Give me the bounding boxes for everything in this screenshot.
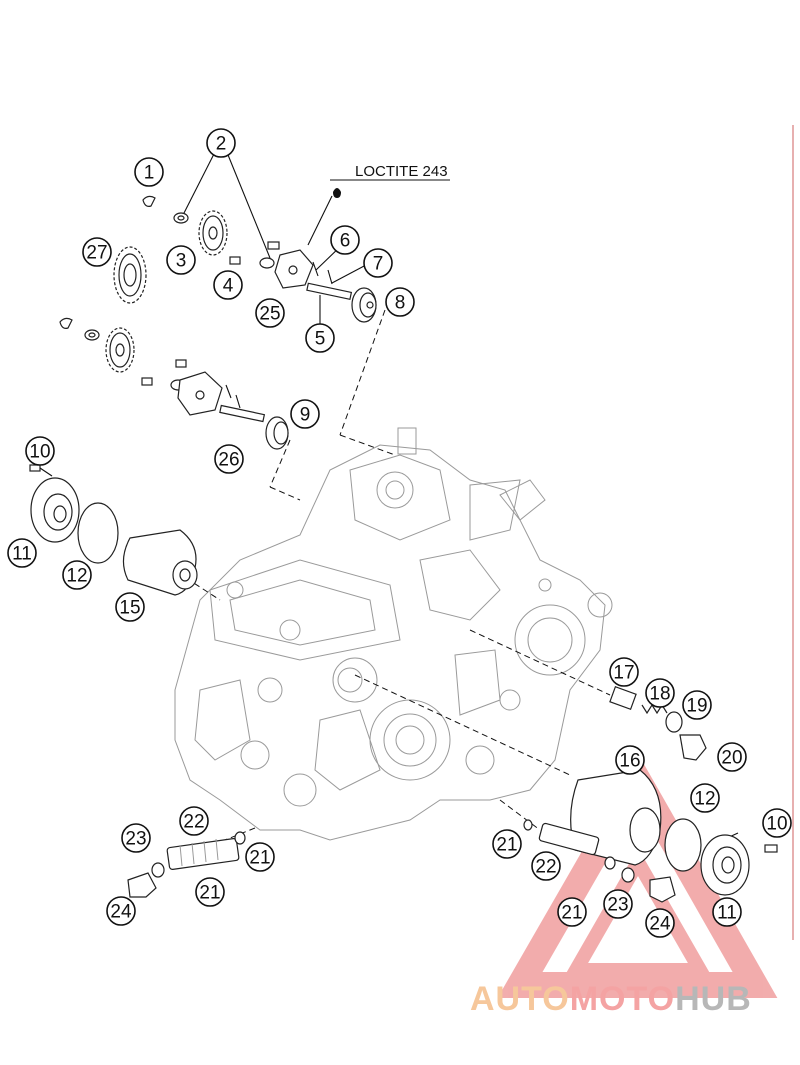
callout-label: 23: [607, 895, 628, 916]
callout-17: 17: [609, 657, 639, 687]
callout-label: 10: [766, 814, 787, 835]
callout-label: 2: [216, 134, 227, 155]
callout-11: 11: [7, 538, 37, 568]
callout-label: 1: [144, 163, 155, 184]
callout-label: 21: [249, 848, 270, 869]
callout-label: 15: [119, 598, 140, 619]
callout-label: 24: [649, 914, 671, 935]
callout-27: 27: [82, 237, 112, 267]
callout-3: 3: [166, 245, 196, 275]
callout-label: 10: [29, 442, 50, 463]
callout-label: 4: [223, 276, 234, 297]
callout-4: 4: [213, 270, 243, 300]
callout-23: 23: [121, 823, 151, 853]
callout-label: 26: [218, 450, 239, 471]
callout-19: 19: [682, 690, 712, 720]
callout-label: 20: [721, 748, 742, 769]
callout-12-2: 12: [690, 783, 720, 813]
callout-label: 12: [66, 566, 87, 587]
watermark-part-hub: HUB: [675, 980, 752, 1018]
callout-label: 5: [315, 329, 326, 350]
callout-5: 5: [305, 323, 335, 353]
callout-label: 21: [561, 903, 582, 924]
callout-20: 20: [717, 742, 747, 772]
callout-12: 12: [62, 560, 92, 590]
callout-7: 7: [363, 248, 393, 278]
callout-21-2: 21: [195, 877, 225, 907]
callout-15: 15: [115, 592, 145, 622]
callout-label: 18: [649, 684, 670, 705]
callout-label: 21: [496, 835, 517, 856]
callout-10: 10: [25, 436, 55, 466]
callout-label: 6: [340, 231, 351, 252]
callout-22: 22: [179, 806, 209, 836]
oil-filter-left: [29, 464, 198, 596]
oil-pump-lower: [59, 317, 289, 450]
callout-label: 25: [259, 304, 280, 325]
oil-screen-right: [523, 819, 676, 903]
callout-9: 9: [290, 399, 320, 429]
crankcase-housing: [174, 427, 613, 841]
callout-label: 11: [717, 903, 737, 924]
watermark-text: AUTOMOTOHUB: [470, 980, 790, 1020]
callout-label: 16: [619, 751, 640, 772]
callout-24-2: 24: [645, 908, 675, 938]
gear-27: [113, 246, 147, 304]
callout-label: 23: [125, 829, 146, 850]
callout-11-2: 11: [712, 897, 742, 927]
watermark-part-auto: AUTO: [470, 980, 570, 1018]
callout-label: 27: [86, 243, 107, 264]
callout-16: 16: [615, 745, 645, 775]
callout-label: 21: [199, 883, 220, 904]
callout-label: 8: [395, 293, 406, 314]
oil-screen-left: [127, 831, 246, 898]
callout-layer: 1234567891010111112121516171819202121212…: [7, 128, 792, 938]
callout-1: 1: [134, 157, 164, 187]
callout-label: 12: [694, 789, 715, 810]
callout-label: 22: [183, 812, 204, 833]
callout-24: 24: [106, 896, 136, 926]
callout-2: 2: [206, 128, 236, 158]
oil-pump-upper: [142, 188, 377, 323]
callout-8: 8: [385, 287, 415, 317]
callout-label: 3: [176, 251, 187, 272]
callout-22-2: 22: [531, 851, 561, 881]
callout-10-2: 10: [762, 808, 792, 838]
callout-label: 19: [686, 696, 707, 717]
callout-label: 24: [110, 902, 132, 923]
bypass-valve: [609, 685, 707, 761]
oil-filter-right: [570, 769, 778, 896]
callout-6: 6: [330, 225, 360, 255]
callout-21: 21: [245, 842, 275, 872]
callout-label: 22: [535, 857, 556, 878]
callout-label: 9: [300, 405, 311, 426]
leader-lines: [182, 149, 739, 849]
callout-23-2: 23: [603, 889, 633, 919]
loctite-note: LOCTITE 243: [355, 163, 448, 180]
callout-25: 25: [255, 298, 285, 328]
callout-21-3: 21: [492, 829, 522, 859]
callout-18: 18: [645, 678, 675, 708]
callout-label: 7: [373, 254, 384, 275]
callout-label: 11: [12, 544, 32, 565]
watermark-part-moto: MOTO: [569, 980, 676, 1018]
callout-26: 26: [214, 444, 244, 474]
callout-label: 17: [613, 663, 634, 684]
callout-21-4: 21: [557, 897, 587, 927]
